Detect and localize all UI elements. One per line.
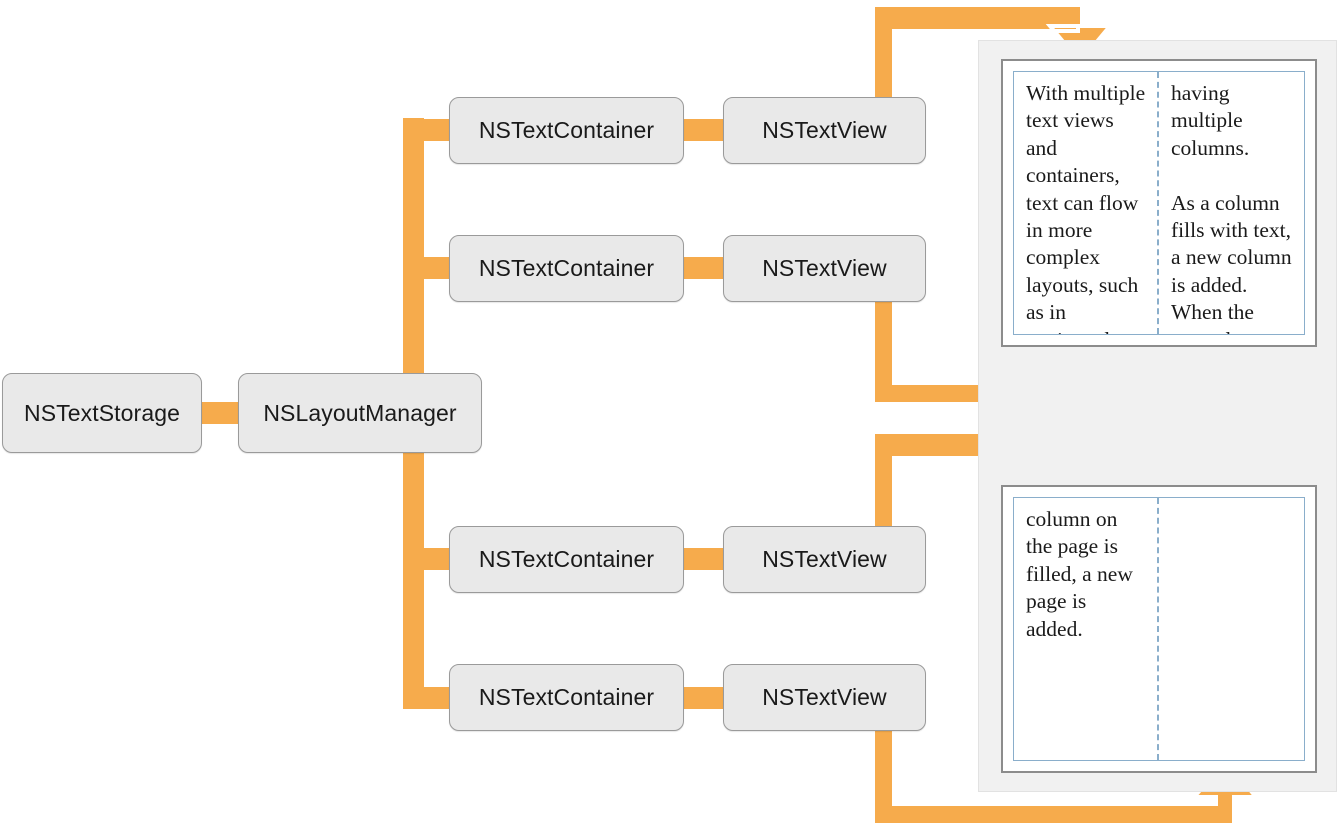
node-nstextstorage[interactable]: NSTextStorage <box>2 373 202 453</box>
node-label: NSTextView <box>762 117 887 143</box>
node-label: NSLayoutManager <box>263 399 457 426</box>
node-label: NSTextView <box>762 684 887 710</box>
pages-group: With multiple text views and containers,… <box>978 40 1337 792</box>
node-nstextcontainer-1[interactable]: NSTextContainer <box>449 97 684 164</box>
node-nstextcontainer-3[interactable]: NSTextContainer <box>449 526 684 593</box>
node-nstextcontainer-2[interactable]: NSTextContainer <box>449 235 684 302</box>
page-one: With multiple text views and containers,… <box>1001 59 1317 347</box>
node-nstextview-2[interactable]: NSTextView <box>723 235 926 302</box>
node-label: NSTextStorage <box>24 399 180 426</box>
page-two: column on the page is filled, a new page… <box>1001 485 1317 773</box>
node-label: NSTextView <box>762 255 887 281</box>
paragraph: having multiple columns. <box>1171 81 1250 160</box>
page-two-column-left: column on the page is filled, a new page… <box>1014 498 1159 760</box>
node-nstextview-3[interactable]: NSTextView <box>723 526 926 593</box>
connector-spine-to-container-4 <box>403 687 457 709</box>
page-two-text-area: column on the page is filled, a new page… <box>1013 497 1305 761</box>
node-label: NSTextContainer <box>478 684 655 710</box>
connector-container-to-view-3 <box>682 548 730 570</box>
connector-container-to-view-4 <box>682 687 730 709</box>
node-nstextview-1[interactable]: NSTextView <box>723 97 926 164</box>
node-nslayoutmanager[interactable]: NSLayoutManager <box>238 373 482 453</box>
connector-storage-to-layout <box>200 402 248 424</box>
node-label: NSTextView <box>762 546 887 572</box>
node-label: NSTextContainer <box>478 255 655 281</box>
connector-container-to-view-1 <box>682 119 730 141</box>
connector-spine-to-container-2 <box>403 257 457 279</box>
node-nstextcontainer-4[interactable]: NSTextContainer <box>449 664 684 731</box>
page-one-text-area: With multiple text views and containers,… <box>1013 71 1305 335</box>
connector-container-to-view-2 <box>682 257 730 279</box>
page-one-column-left: With multiple text views and containers,… <box>1014 72 1159 334</box>
paragraph: column on the page is filled, a new page… <box>1026 507 1133 641</box>
page-two-column-right <box>1159 498 1304 760</box>
connector-spine-to-container-1 <box>403 119 457 141</box>
paragraph: As a column fills with text, a new colum… <box>1171 190 1292 334</box>
page-one-column-right: having multiple columns. As a column fil… <box>1159 72 1304 334</box>
node-label: NSTextContainer <box>478 117 655 143</box>
node-label: NSTextContainer <box>478 546 655 572</box>
paragraph: With multiple text views and containers,… <box>1026 81 1146 334</box>
connector-spine-to-container-3 <box>403 548 457 570</box>
node-nstextview-4[interactable]: NSTextView <box>723 664 926 731</box>
